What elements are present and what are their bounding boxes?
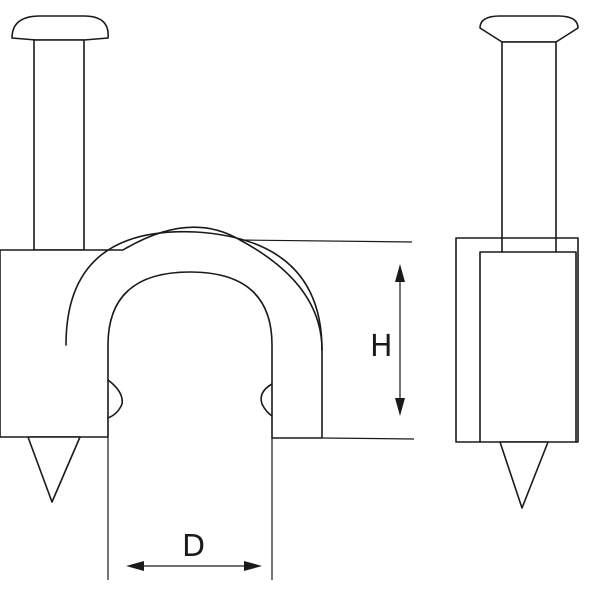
- height-arrow-top: [395, 264, 405, 282]
- front-nail-head: [11, 15, 109, 41]
- side-nail-point: [499, 441, 549, 509]
- diameter-dimension: D: [107, 437, 273, 580]
- side-clip-body: [455, 237, 579, 443]
- height-dimension: H: [239, 239, 415, 440]
- height-extension-bottom: [321, 437, 415, 440]
- front-nail-point: [27, 436, 81, 503]
- diameter-arrow-left: [126, 561, 144, 571]
- height-label: H: [370, 329, 393, 364]
- side-nail-shank: [501, 41, 557, 253]
- diameter-label: D: [182, 529, 205, 564]
- height-extension-top: [239, 239, 413, 243]
- diameter-arrow-right: [244, 561, 262, 571]
- side-nail-head: [479, 15, 579, 43]
- right-bump: [260, 383, 273, 417]
- side-view: [455, 15, 579, 509]
- side-inner-contour: [479, 251, 577, 443]
- front-view: [0, 15, 323, 503]
- height-arrow-bottom: [395, 398, 405, 416]
- front-arch-inner-line: [65, 230, 323, 351]
- front-nail-shank: [33, 39, 85, 251]
- front-clip-body: [0, 226, 323, 439]
- left-bump: [107, 379, 124, 419]
